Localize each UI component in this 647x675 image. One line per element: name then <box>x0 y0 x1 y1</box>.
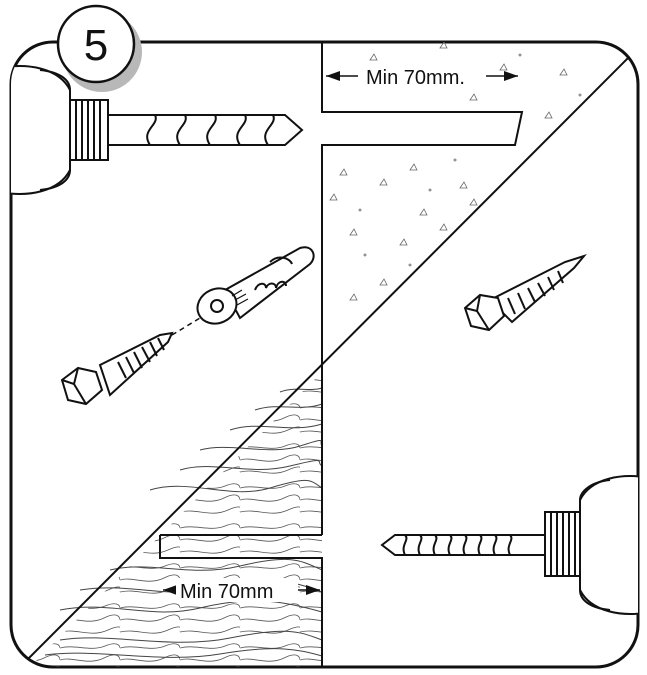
hex-screw-icon-concrete <box>463 254 587 332</box>
concrete-depth-label: Min 70mm. <box>366 67 465 89</box>
drill-icon-bottom <box>380 475 638 615</box>
step-badge: 5 <box>56 4 142 92</box>
hex-screw-icon-plug <box>60 331 174 406</box>
panel <box>9 40 640 669</box>
concrete-depth-dimension: Min 70mm. <box>326 64 518 89</box>
alignment-guide <box>171 317 201 336</box>
wall-plug-icon <box>196 246 315 325</box>
diagonal-divider <box>19 47 638 667</box>
wood-depth-dimension: Min 70mm <box>163 578 320 603</box>
drill-icon-top <box>11 65 304 195</box>
wood-depth-label: Min 70mm <box>180 581 273 603</box>
concrete-wall <box>321 42 524 372</box>
wood-wall <box>159 372 323 667</box>
concrete-section <box>329 42 582 301</box>
step-number: 5 <box>84 21 108 70</box>
